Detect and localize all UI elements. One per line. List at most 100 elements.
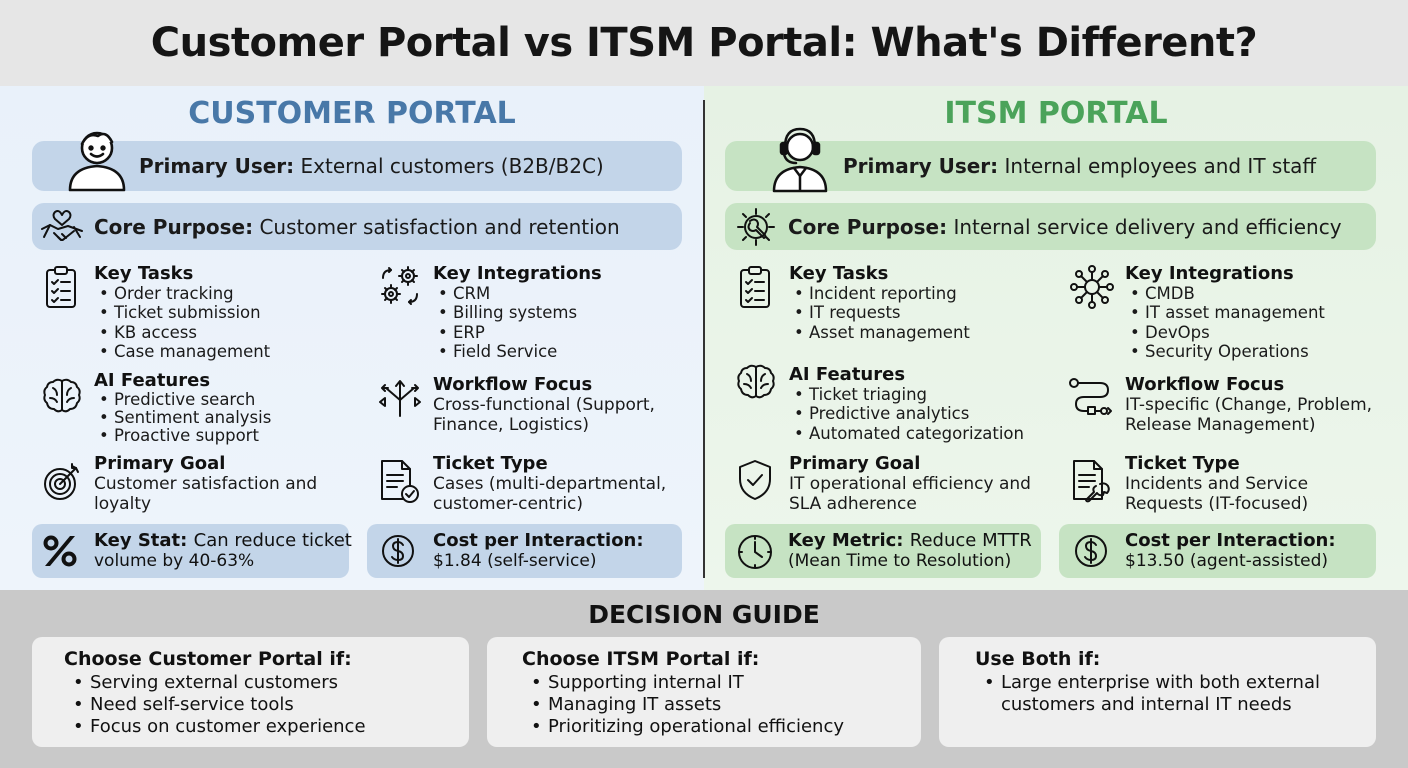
document-wrench-icon <box>1070 458 1114 504</box>
itsm-primary-user-label: Primary User: <box>843 154 999 178</box>
itsm-key-metric-line2: (Mean Time to Resolution) <box>788 551 1012 571</box>
list-item: Serving external customers <box>64 672 469 694</box>
itsm-portal-panel: ITSM PORTAL Primary User: Internal emplo… <box>704 86 1408 590</box>
split-arrows-icon <box>378 378 422 418</box>
list-item-continuation: customers and internal IT needs <box>975 694 1376 716</box>
itsm-key-metric-label: Key Metric: <box>788 530 904 551</box>
itsm-primary-user-value: Internal employees and IT staff <box>1004 154 1317 178</box>
customer-key-tasks: Key Tasks Order tracking Ticket submissi… <box>94 263 270 361</box>
customer-cost: Cost per Interaction: $1.84 (self-servic… <box>367 524 682 578</box>
list-item: CRM <box>433 284 602 304</box>
customer-portal-panel: CUSTOMER PORTAL Primary User: External c… <box>0 86 704 590</box>
customer-primary-user: Primary User: External customers (B2B/B2… <box>32 141 682 191</box>
customer-workflow-focus: Workflow Focus Cross-functional (Support… <box>433 374 655 435</box>
decision-card-heading: Use Both if: <box>975 648 1101 670</box>
decision-card-both: Use Both if: Large enterprise with both … <box>939 637 1376 747</box>
gears-icon <box>378 264 422 308</box>
customer-primary-goal: Primary Goal Customer satisfaction and l… <box>94 453 317 514</box>
list-item: Security Operations <box>1125 342 1325 362</box>
customer-workflow-focus-line: Cross-functional (Support, <box>433 395 655 415</box>
brain-icon <box>42 376 82 416</box>
itsm-key-integrations-heading: Key Integrations <box>1125 263 1294 284</box>
clipboard-checklist-icon <box>738 265 772 309</box>
customer-key-tasks-heading: Key Tasks <box>94 263 194 284</box>
target-icon <box>42 462 82 502</box>
itsm-core-purpose-value: Internal service delivery and efficiency <box>953 214 1342 239</box>
customer-key-stat-line1: Can reduce ticket <box>193 530 352 551</box>
customer-key-integrations-heading: Key Integrations <box>433 263 602 284</box>
itsm-ticket-type-heading: Ticket Type <box>1125 453 1240 474</box>
list-item: Predictive search <box>94 391 271 410</box>
list-item: ERP <box>433 323 602 343</box>
list-item: Billing systems <box>433 303 602 323</box>
itsm-cost-value: $13.50 (agent-assisted) <box>1125 551 1329 571</box>
list-item: Order tracking <box>94 284 270 304</box>
list-item: Large enterprise with both external <box>975 672 1376 694</box>
clock-icon <box>737 534 773 570</box>
itsm-primary-user: Primary User: Internal employees and IT … <box>725 141 1376 191</box>
list-item: Automated categorization <box>789 424 1024 444</box>
customer-ai-features: AI Features Predictive search Sentiment … <box>94 370 271 445</box>
list-item: Focus on customer experience <box>64 716 469 738</box>
list-item: Prioritizing operational efficiency <box>522 716 921 738</box>
brain-icon <box>736 362 776 402</box>
list-item: Predictive analytics <box>789 404 1024 424</box>
list-item: KB access <box>94 323 270 343</box>
itsm-key-metric-line1: Reduce MTTR <box>909 530 1032 551</box>
decision-card-heading: Choose Customer Portal if: <box>64 648 352 670</box>
list-item: DevOps <box>1125 323 1325 343</box>
customer-core-purpose-value: Customer satisfaction and retention <box>259 214 620 239</box>
itsm-primary-goal-heading: Primary Goal <box>789 453 921 474</box>
handshake-icon <box>40 207 84 247</box>
customer-user-icon <box>62 124 132 194</box>
customer-core-purpose-label: Core Purpose: <box>94 214 254 239</box>
shield-check-icon <box>736 458 774 502</box>
title-bar: Customer Portal vs ITSM Portal: What's D… <box>0 0 1408 86</box>
dollar-icon <box>381 534 415 568</box>
customer-key-stat: Key Stat: Can reduce ticket volume by 40… <box>32 524 352 578</box>
document-check-icon <box>378 458 422 504</box>
itsm-primary-goal: Primary Goal IT operational efficiency a… <box>789 453 1031 514</box>
list-item: Field Service <box>433 342 602 362</box>
list-item: Asset management <box>789 323 970 343</box>
list-item: CMDB <box>1125 284 1325 304</box>
itsm-key-tasks: Key Tasks Incident reporting IT requests… <box>789 263 970 342</box>
itsm-workflow-focus-line: IT-specific (Change, Problem, <box>1125 395 1373 415</box>
itsm-primary-goal-line: IT operational efficiency and <box>789 474 1031 494</box>
customer-primary-user-label: Primary User: <box>139 154 295 178</box>
customer-key-integrations: Key Integrations CRM Billing systems ERP… <box>433 263 602 361</box>
customer-primary-goal-heading: Primary Goal <box>94 453 226 474</box>
page-title: Customer Portal vs ITSM Portal: What's D… <box>150 20 1258 66</box>
itsm-core-purpose-label: Core Purpose: <box>788 214 948 239</box>
panel-divider <box>703 100 705 578</box>
decision-card-itsm: Choose ITSM Portal if: Supporting intern… <box>487 637 921 747</box>
list-item: Ticket submission <box>94 303 270 323</box>
customer-ticket-type-line: Cases (multi-departmental, <box>433 474 667 494</box>
itsm-ai-features-heading: AI Features <box>789 364 906 385</box>
customer-ai-features-heading: AI Features <box>94 370 211 391</box>
itsm-workflow-focus-line: Release Management) <box>1125 415 1316 435</box>
itsm-ticket-type: Ticket Type Incidents and Service Reques… <box>1125 453 1308 514</box>
customer-workflow-focus-heading: Workflow Focus <box>433 374 593 395</box>
itsm-key-metric: Key Metric: Reduce MTTR (Mean Time to Re… <box>725 524 1041 578</box>
itsm-portal-heading: ITSM PORTAL <box>944 96 1168 131</box>
customer-cost-value: $1.84 (self-service) <box>433 551 597 571</box>
itsm-core-purpose: Core Purpose: Internal service delivery … <box>725 203 1376 250</box>
gear-wrench-icon <box>735 206 777 248</box>
itsm-ai-features: AI Features Ticket triaging Predictive a… <box>789 364 1024 443</box>
customer-cost-label: Cost per Interaction: <box>433 530 644 551</box>
workflow-icon <box>1068 376 1116 418</box>
itsm-workflow-focus-heading: Workflow Focus <box>1125 374 1285 395</box>
decision-guide: DECISION GUIDE Choose Customer Portal if… <box>0 590 1408 768</box>
decision-card-customer: Choose Customer Portal if: Serving exter… <box>32 637 469 747</box>
customer-ticket-type-line: customer-centric) <box>433 494 584 514</box>
customer-ticket-type: Ticket Type Cases (multi-departmental, c… <box>433 453 666 514</box>
itsm-key-integrations: Key Integrations CMDB IT asset managemen… <box>1125 263 1325 361</box>
itsm-cost: Cost per Interaction: $13.50 (agent-assi… <box>1059 524 1376 578</box>
itsm-key-tasks-heading: Key Tasks <box>789 263 889 284</box>
itsm-primary-goal-line: SLA adherence <box>789 494 917 514</box>
customer-key-stat-line2: volume by 40-63% <box>94 551 255 571</box>
itsm-ticket-type-line: Incidents and Service <box>1125 474 1309 494</box>
list-item: Supporting internal IT <box>522 672 921 694</box>
headset-agent-icon <box>768 123 832 193</box>
